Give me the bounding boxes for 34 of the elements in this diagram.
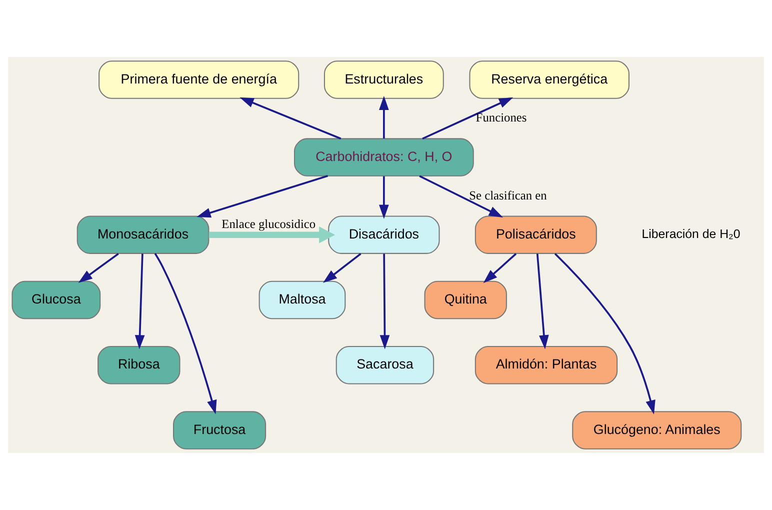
arrow [422, 97, 514, 140]
node-box: Reserva energética [469, 60, 630, 99]
arrow [554, 253, 656, 414]
edge-label: Funciones [476, 110, 527, 125]
edge-label: Se clasifican en [469, 188, 547, 202]
node-box: Ribosa [98, 346, 180, 384]
node-box: Primera fuente de energía [98, 60, 300, 99]
node-box: Carbohidratos: C, H, O [294, 138, 474, 176]
arrow [154, 253, 217, 414]
arrow [322, 253, 362, 283]
edge-label: Enlace glucosidico [222, 217, 316, 232]
node-box: Disacáridos [328, 216, 440, 254]
arrow [379, 96, 389, 138]
arrow [483, 253, 517, 284]
arrow [78, 253, 119, 283]
node-box: Glucosa [12, 280, 101, 320]
node-box: Almidón: Plantas [474, 346, 618, 384]
node-box: Maltosa [258, 280, 346, 320]
node-box: Monosacáridos [76, 216, 210, 254]
node-box: Quitina [424, 280, 507, 320]
arrow [208, 226, 336, 244]
node-box: Fructosa [173, 411, 266, 450]
arrow [196, 175, 328, 218]
node-box: Estructurales [324, 60, 444, 99]
arrow [419, 175, 504, 218]
node-box: Sacarosa [336, 346, 434, 384]
node-box: Glucógeno: Animales [572, 411, 742, 450]
arrow [380, 254, 390, 350]
arrow [134, 254, 145, 350]
arrow [240, 97, 342, 140]
label: Liberación de H₂0 [642, 227, 740, 242]
arrow [379, 176, 389, 219]
arrow [536, 254, 549, 350]
node-box: Polisacáridos [474, 216, 597, 254]
